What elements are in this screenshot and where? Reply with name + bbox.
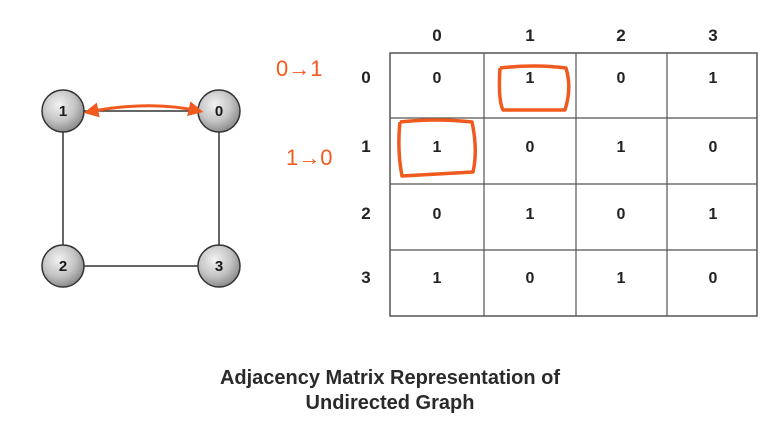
- column-header: 2: [616, 26, 625, 45]
- matrix-cell: 1: [526, 206, 535, 223]
- node-label: 2: [59, 258, 67, 275]
- matrix-cell: 0: [433, 206, 442, 223]
- matrix-cell: 0: [526, 270, 535, 287]
- matrix-cell: 1: [617, 270, 626, 287]
- matrix-cell: 0: [709, 139, 718, 156]
- matrix-cell: 0: [709, 270, 718, 287]
- column-header: 1: [525, 26, 534, 45]
- matrix-cell: 1: [526, 70, 535, 87]
- matrix-cell: 1: [617, 139, 626, 156]
- adjacency-diagram: 0 1 2 3 0 1 2 3 0 1 2 3 0 1 0 1 1 0 1 0 0 1 0 1 1 0 1 0 0→1 1→0: [41, 26, 758, 317]
- matrix-cell: 1: [433, 270, 442, 287]
- matrix-values: 0 1 2 3 0 1 2 3 0 1 0 1 1 0 1 0 0 1 0 1 1 0 1 0: [361, 26, 717, 287]
- caption: Adjacency Matrix Representation of Undir…: [0, 366, 780, 416]
- annotation-layer: 0→1 1→0: [83, 56, 571, 178]
- graph-node-3: 3: [197, 244, 241, 288]
- column-header: 3: [708, 26, 717, 45]
- node-label: 3: [215, 258, 223, 275]
- matrix-cell: 1: [433, 139, 442, 156]
- matrix-grid: [389, 52, 758, 317]
- highlight-arrow: [83, 101, 204, 118]
- caption-line-1: Adjacency Matrix Representation of: [219, 367, 561, 389]
- graph-node-0: 0: [197, 89, 241, 133]
- node-label: 1: [59, 103, 67, 120]
- row-header: 2: [361, 204, 370, 223]
- matrix-cell: 0: [617, 70, 626, 87]
- highlight-box: [497, 64, 571, 112]
- row-header: 1: [361, 137, 370, 156]
- graph-node-1: 1: [41, 89, 85, 133]
- row-header: 3: [361, 268, 370, 287]
- annotation-label: 0→1: [276, 56, 322, 81]
- row-header: 0: [361, 68, 370, 87]
- highlight-box: [397, 118, 477, 178]
- node-circle: [197, 244, 241, 288]
- annotation-label: 1→0: [286, 145, 332, 170]
- node-label: 0: [215, 103, 223, 120]
- graph-edges: [62, 110, 220, 267]
- column-header: 0: [432, 26, 441, 45]
- matrix-cell: 1: [709, 206, 718, 223]
- matrix-cell: 0: [617, 206, 626, 223]
- graph-nodes: 0 1 2 3: [41, 89, 241, 288]
- matrix-cell: 0: [526, 139, 535, 156]
- graph-node-2: 2: [41, 244, 85, 288]
- matrix-cell: 0: [433, 70, 442, 87]
- matrix-cell: 1: [709, 70, 718, 87]
- node-circle: [41, 244, 85, 288]
- caption-line-2: Undirected Graph: [305, 392, 475, 414]
